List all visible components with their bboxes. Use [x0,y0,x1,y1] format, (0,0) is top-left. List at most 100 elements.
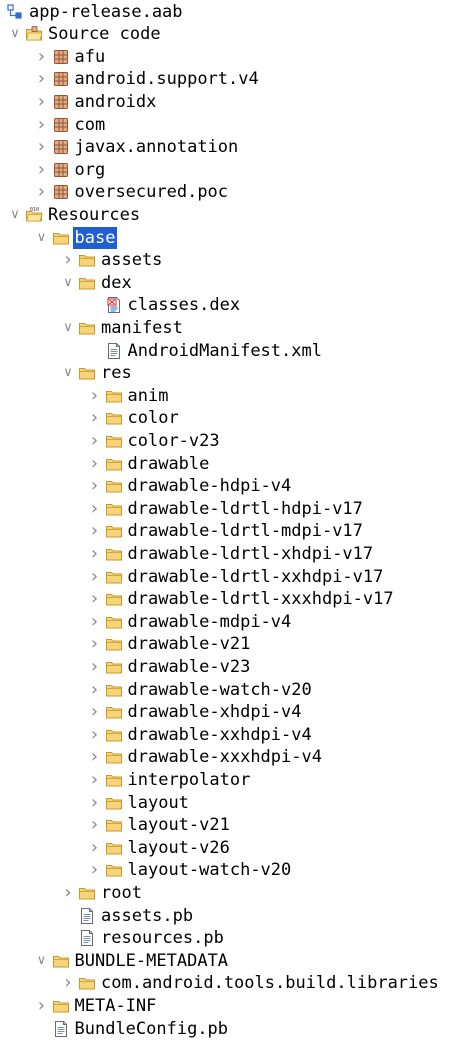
tree-item-resources-pb[interactable]: resources.pb [0,927,474,950]
chevron-right-icon[interactable]: › [90,859,99,881]
tree-item-layout-watch-v20[interactable]: ›layout-watch-v20 [0,859,474,882]
tree-item-layout[interactable]: ›layout [0,792,474,815]
chevron-right-icon[interactable]: › [90,497,99,519]
tree-item-drawable-v21[interactable]: ›drawable-v21 [0,633,474,656]
tree-item-drawable-watch-v20[interactable]: ›drawable-watch-v20 [0,679,474,702]
chevron-down-icon[interactable]: ∨ [63,365,73,381]
tree-item-label: interpolator [127,769,251,790]
chevron-right-icon[interactable]: › [37,90,46,112]
chevron-right-icon[interactable]: › [64,249,72,271]
chevron-right-icon[interactable]: › [90,746,99,768]
tree-item-com-android-tools-build-libraries[interactable]: ›com.android.tools.build.libraries [0,972,474,995]
chevron-down-icon[interactable]: ∨ [10,206,20,222]
chevron-right-icon[interactable]: › [90,542,99,564]
tree-item-manifest[interactable]: ∨ manifest [0,317,474,340]
tree-item-assets-pb[interactable]: assets.pb [0,905,474,928]
chevron-right-icon[interactable]: › [64,972,72,994]
chevron-down-icon[interactable]: ∨ [36,229,47,245]
chevron-right-icon[interactable]: › [90,565,99,587]
tree-item-label: anim [127,385,169,406]
tree-item-drawable-hdpi-v4[interactable]: ›drawable-hdpi-v4 [0,475,474,498]
tree-item-label: resources.pb [101,928,224,949]
chevron-right-icon[interactable]: › [90,520,99,542]
package-icon [52,183,70,201]
tree-item-label: drawable-ldrtl-xhdpi-v17 [127,543,374,564]
chevron-right-icon[interactable]: › [37,113,46,135]
tree-item-layout-v26[interactable]: ›layout-v26 [0,837,474,860]
tree-item-drawable-mdpi-v4[interactable]: ›drawable-mdpi-v4 [0,611,474,634]
tree-item-drawable-ldrtl-xxhdpi-v17[interactable]: ›drawable-ldrtl-xxhdpi-v17 [0,566,474,589]
tree-item-drawable-ldrtl-mdpi-v17[interactable]: ›drawable-ldrtl-mdpi-v17 [0,520,474,543]
tree-item-meta-inf[interactable]: ›META-INF [0,995,474,1018]
tree-item-oversecured-poc[interactable]: ›oversecured.poc [0,181,474,204]
chevron-right-icon[interactable]: › [37,994,46,1016]
chevron-right-icon[interactable]: › [37,181,46,203]
tree-item-dex[interactable]: ∨dex [0,272,474,295]
chevron-right-icon[interactable]: › [90,407,99,429]
tree-item-color-v23[interactable]: ›color-v23 [0,430,474,453]
chevron-right-icon[interactable]: › [90,384,99,406]
chevron-down-icon[interactable]: ∨ [63,274,73,290]
tree-item-bundleconfig-pb[interactable]: BundleConfig.pb [0,1018,474,1041]
tree-item-app-release-aab[interactable]: app-release.aab [0,1,474,24]
tree-item-drawable-ldrtl-hdpi-v17[interactable]: ›drawable-ldrtl-hdpi-v17 [0,498,474,521]
tree-item-source-code[interactable]: ∨Source code [0,23,474,46]
chevron-right-icon[interactable]: › [90,633,99,655]
chevron-right-icon[interactable]: › [37,45,46,67]
tree-item-bundle-metadata[interactable]: ∨BUNDLE-METADATA [0,950,474,973]
tree-item-color[interactable]: ›color [0,407,474,430]
tree-item-drawable-xxxhdpi-v4[interactable]: ›drawable-xxxhdpi-v4 [0,746,474,769]
chevron-down-icon[interactable]: ∨ [10,26,20,42]
tree-item-drawable-ldrtl-xhdpi-v17[interactable]: › drawable-ldrtl-xhdpi-v17 [0,543,474,566]
tree-item-base[interactable]: ∨base [0,226,474,250]
chevron-right-icon[interactable]: › [37,68,46,90]
tree-item-layout-v21[interactable]: ›layout-v21 [0,814,474,837]
tree-item-androidmanifest-xml[interactable]: AndroidManifest.xml [0,340,474,363]
tree-item-classes-dex[interactable]: classes.dex [0,294,474,317]
tree-item-com[interactable]: › com [0,114,474,137]
chevron-right-icon[interactable]: › [90,723,99,745]
chevron-right-icon[interactable]: › [90,678,99,700]
tree-item-interpolator[interactable]: › interpolator [0,769,474,792]
tree-item-org[interactable]: ›org [0,159,474,182]
tree-item-anim[interactable]: › anim [0,385,474,408]
chevron-right-icon[interactable]: › [37,158,46,180]
chevron-down-icon[interactable]: ∨ [63,319,73,335]
folder-icon [105,568,123,586]
chevron-right-icon[interactable]: › [90,814,99,836]
chevron-right-icon[interactable]: › [90,429,99,451]
chevron-right-icon[interactable]: › [90,610,99,632]
chevron-right-icon[interactable]: › [90,836,99,858]
folder-icon [105,522,123,540]
tree-item-javax-annotation[interactable]: ›javax.annotation [0,136,474,159]
tree-item-android-support-v4[interactable]: ›android.support.v4 [0,68,474,91]
chevron-right-icon[interactable]: › [64,881,72,903]
tree-item-res[interactable]: ∨res [0,362,474,385]
tree-item-drawable-v23[interactable]: › drawable-v23 [0,656,474,679]
folder-icon [105,703,123,721]
chevron-right-icon[interactable]: › [90,588,99,610]
chevron-down-icon[interactable]: ∨ [36,952,47,968]
tree-item-drawable-ldrtl-xxxhdpi-v17[interactable]: ›drawable-ldrtl-xxxhdpi-v17 [0,588,474,611]
chevron-right-icon[interactable]: › [90,701,99,723]
tree-item-assets[interactable]: ›assets [0,249,474,272]
folder-icon [105,590,123,608]
chevron-right-icon[interactable]: › [90,452,99,474]
tree-item-label: com [74,114,106,135]
tree-item-label: manifest [101,317,183,338]
tree-item-drawable-xxhdpi-v4[interactable]: ›drawable-xxhdpi-v4 [0,724,474,747]
chevron-right-icon[interactable]: › [90,655,99,677]
tree-item-root[interactable]: ›root [0,882,474,905]
file-icon [105,342,123,360]
tree-item-drawable-xhdpi-v4[interactable]: ›drawable-xhdpi-v4 [0,701,474,724]
tree-item-afu[interactable]: ›afu [0,46,474,69]
package-icon [52,93,70,111]
tree-item-drawable[interactable]: ›drawable [0,453,474,476]
chevron-right-icon[interactable]: › [90,791,99,813]
tree-item-androidx[interactable]: ›androidx [0,91,474,114]
chevron-right-icon[interactable]: › [90,768,99,790]
chevron-right-icon[interactable]: › [37,136,46,158]
chevron-right-icon[interactable]: › [90,475,99,497]
tree-item-label: drawable-v23 [127,656,251,677]
